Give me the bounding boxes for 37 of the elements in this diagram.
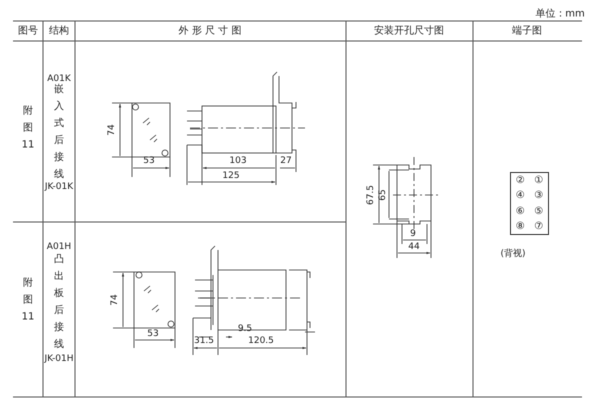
dimension-label: 74 xyxy=(108,124,118,136)
terminal-number: ① xyxy=(534,175,544,186)
dimension-label: 103 xyxy=(229,157,247,167)
dimension-label: 67.5 xyxy=(367,184,377,206)
dimension-label: 125 xyxy=(222,172,240,182)
model-code: JK-01K xyxy=(44,183,74,193)
dimension-label: 74 xyxy=(111,294,121,306)
terminal-number: ⑥ xyxy=(516,206,525,217)
model-code: A01K xyxy=(47,75,71,84)
dimension-label: 65 xyxy=(379,189,389,201)
column-header: 安装开孔尺寸图 xyxy=(374,26,444,36)
terminal-number: ④ xyxy=(516,190,525,202)
terminal-number: ⑤ xyxy=(534,206,544,217)
dimension-label: 9 xyxy=(410,230,416,240)
column-header: 外 形 尺 寸 图 xyxy=(178,26,242,36)
column-header: 结构 xyxy=(49,26,69,36)
terminal-number: ② xyxy=(516,175,525,186)
structure-description: 凸出板后接线 xyxy=(53,253,65,352)
model-code: JK-01H xyxy=(44,355,74,365)
dimension-label: 27 xyxy=(280,157,292,167)
view-note: (背视) xyxy=(500,250,526,260)
figure-number: 附图11 xyxy=(21,104,35,152)
dimension-label: 53 xyxy=(143,157,155,167)
dimension-label: 120.5 xyxy=(248,337,274,347)
unit-note: 单位：mm xyxy=(535,8,585,20)
dimension-label: 31.5 xyxy=(194,337,214,347)
dimension-label: 53 xyxy=(147,330,159,340)
model-code: A01H xyxy=(46,243,72,253)
dimension-label: 44 xyxy=(408,243,420,253)
terminal-number: ⑦ xyxy=(534,220,544,232)
structure-description: 嵌入式后接线 xyxy=(53,82,65,182)
column-header: 图号 xyxy=(18,26,38,36)
figure-number: 附图11 xyxy=(21,276,35,324)
terminal-number: ③ xyxy=(534,190,544,202)
terminal-number: ⑧ xyxy=(516,220,525,232)
terminal-block xyxy=(510,172,549,235)
column-header: 端子图 xyxy=(512,26,542,36)
